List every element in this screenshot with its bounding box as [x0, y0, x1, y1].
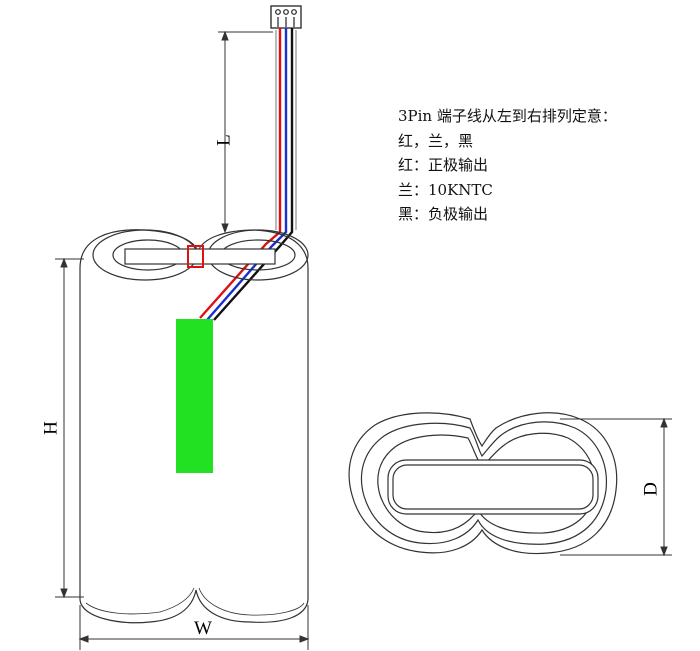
dimension-d: [560, 417, 672, 557]
dimension-w-label: W: [194, 618, 212, 639]
blue-wire: [206, 28, 288, 321]
notes-order: 红，兰，黑: [398, 131, 474, 150]
red-tape: [187, 245, 204, 268]
dimension-h: [55, 257, 84, 599]
notes-black: 黑：负极输出: [398, 205, 489, 223]
notes-blue: 兰：10KNTC: [398, 180, 493, 199]
notes-red: 红：正极输出: [398, 156, 489, 174]
top-view: [348, 412, 618, 555]
wire-bundle: [199, 28, 294, 321]
dimension-l: [218, 30, 273, 234]
dimension-d-label: D: [640, 482, 661, 496]
notes-title: 3Pin 端子线从左到右排列定意：: [398, 107, 617, 125]
connector-3pin: [270, 5, 302, 29]
dimension-h-label: H: [40, 421, 61, 435]
black-wire: [213, 28, 294, 321]
front-view-body: [79, 229, 309, 624]
green-label: [176, 319, 213, 473]
red-wire: [199, 28, 282, 319]
dimension-w: [78, 605, 310, 650]
wiring-notes: 3Pin 端子线从左到右排列定意： 红，兰，黑 红：正极输出 兰：10KNTC …: [398, 104, 617, 227]
dimension-l-label: L: [213, 134, 234, 146]
